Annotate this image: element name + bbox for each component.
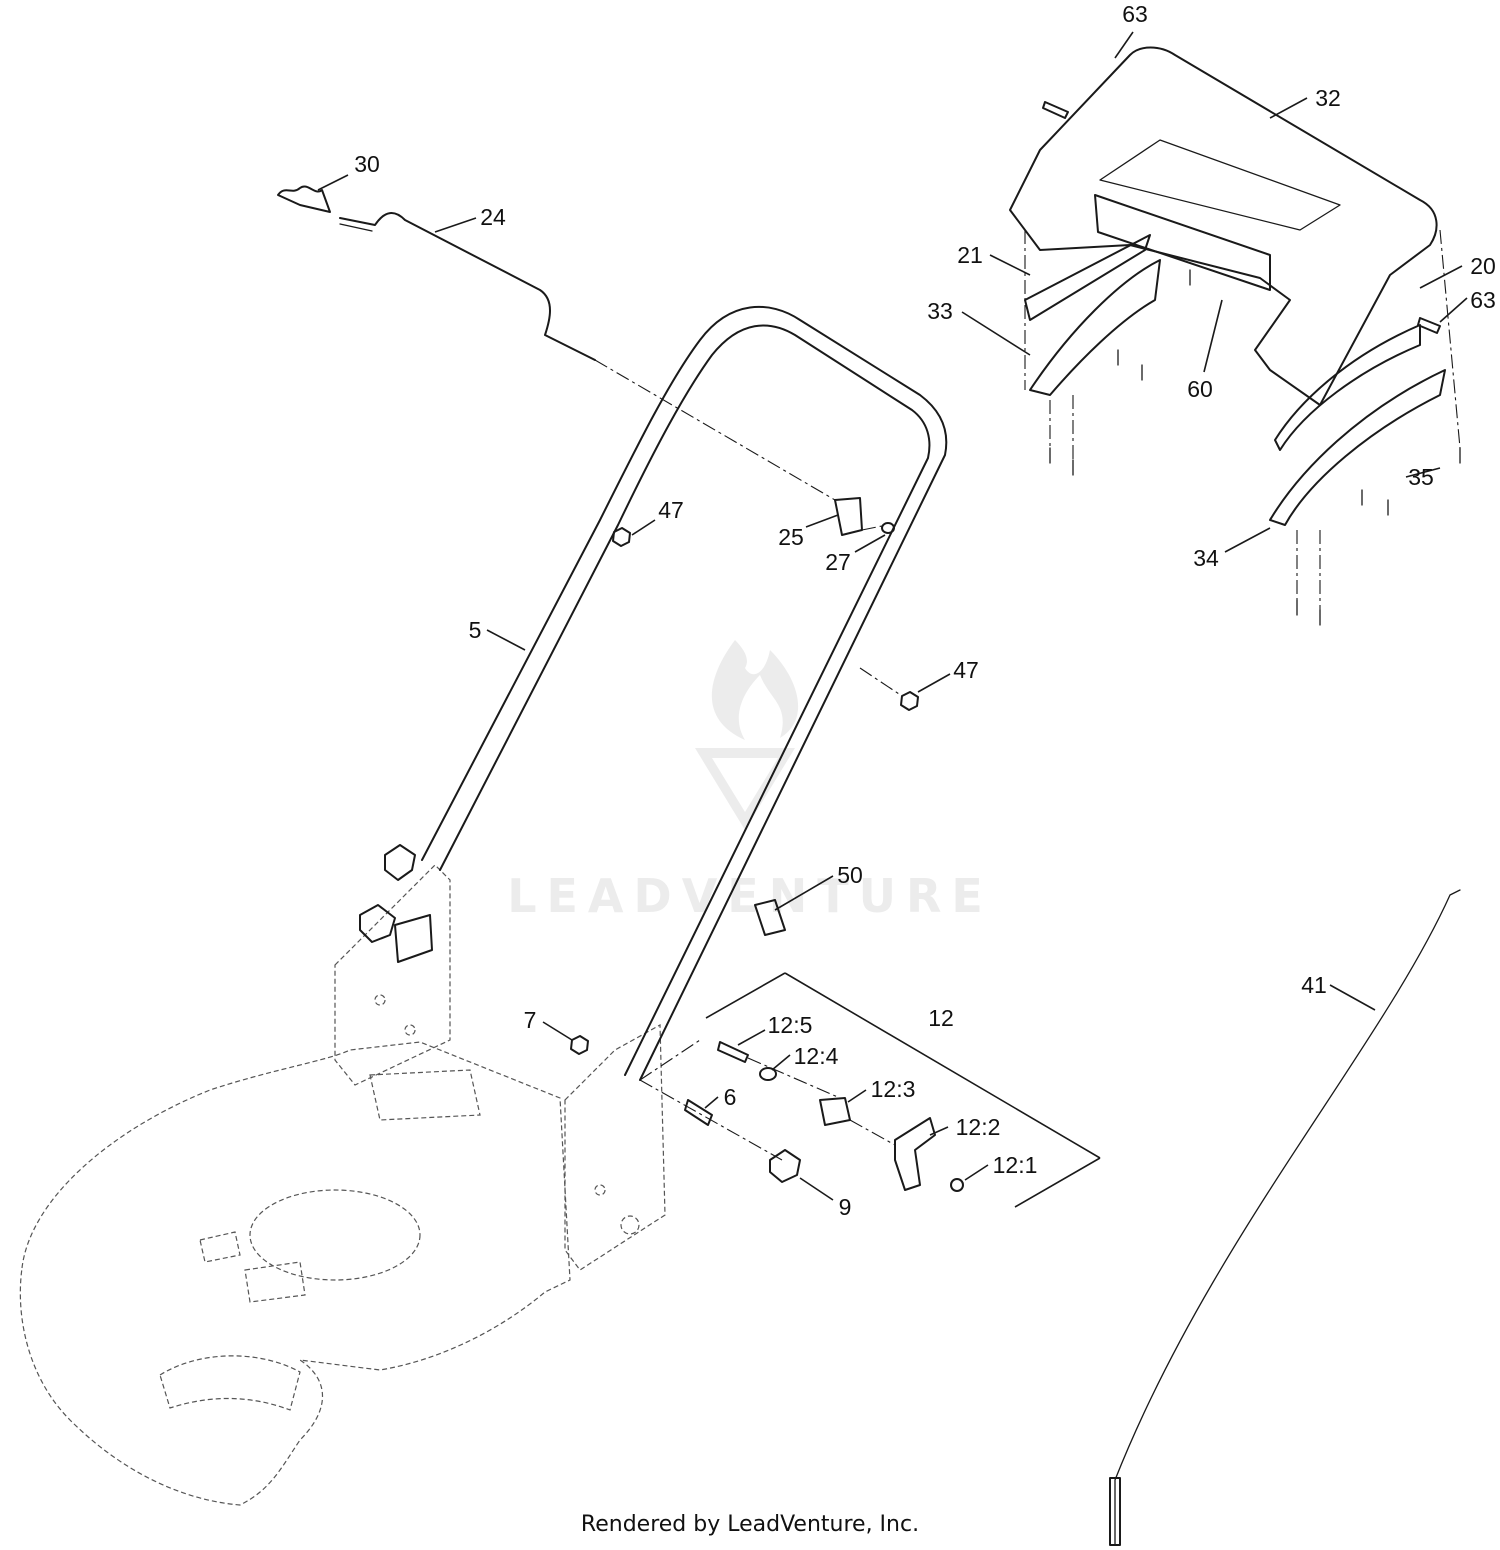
callout-25: 25 (778, 524, 804, 550)
bolt-6 (684, 1099, 713, 1126)
alignment-lines (594, 229, 1461, 1161)
bolt-7 (570, 1035, 589, 1055)
knob-9 (769, 1149, 801, 1183)
callout-9: 9 (839, 1194, 852, 1220)
callout-20: 20 (1470, 253, 1496, 279)
panel-screws (1049, 269, 1461, 626)
watermark: LEADVENTURE (507, 640, 993, 923)
callout-12-4: 12:4 (794, 1043, 839, 1069)
pin-right (1417, 317, 1441, 334)
callout-50: 50 (837, 862, 863, 888)
handle-grip-housing (1009, 46, 1438, 406)
callout-47-upper: 47 (658, 497, 684, 523)
latch-assembly (717, 1041, 964, 1192)
right-handle-bracket (564, 1023, 666, 1271)
callout-12-1: 12:1 (993, 1152, 1038, 1178)
callout-30: 30 (354, 151, 380, 177)
callout-41: 41 (1301, 972, 1327, 998)
watermark-text: LEADVENTURE (507, 869, 993, 923)
callout-12-3: 12:3 (871, 1076, 916, 1102)
flame-v-logo-icon (695, 640, 799, 830)
callout-12-5: 12:5 (768, 1012, 813, 1038)
callout-7: 7 (524, 1007, 537, 1033)
callout-34: 34 (1193, 545, 1219, 571)
leader-lines (317, 31, 1468, 1201)
render-credit: Rendered by LeadVenture, Inc. (580, 1512, 920, 1537)
left-panel (1024, 234, 1161, 396)
callout-12-2: 12:2 (956, 1114, 1001, 1140)
pin-top (1042, 101, 1069, 119)
nut-lower (900, 691, 919, 711)
callout-12: 12 (928, 1005, 954, 1031)
control-rod (339, 212, 596, 361)
latch-assembly-bracket (705, 972, 1101, 1208)
spring-clip (277, 185, 331, 213)
callout-47-lower: 47 (953, 657, 979, 683)
callout-33: 33 (927, 298, 953, 324)
callout-63: 63 (1122, 1, 1148, 27)
control-cable (1109, 889, 1461, 1546)
callout-35: 35 (1408, 464, 1434, 490)
callout-32: 32 (1315, 85, 1341, 111)
mower-deck (19, 1041, 571, 1506)
callout-24: 24 (480, 204, 506, 230)
callout-labels: 63 32 30 24 21 20 63 33 60 47 25 27 35 3… (354, 1, 1496, 1220)
left-handle-bracket (334, 864, 451, 1086)
handle-clip (754, 899, 786, 936)
callout-27: 27 (825, 549, 851, 575)
callout-63-right: 63 (1470, 287, 1496, 313)
right-panel (1269, 324, 1446, 526)
main-handle (421, 305, 948, 1081)
callout-5: 5 (469, 617, 482, 643)
callout-6: 6 (724, 1084, 737, 1110)
callout-21: 21 (957, 242, 983, 268)
nut-upper (612, 527, 631, 547)
callout-60: 60 (1187, 376, 1213, 402)
left-bracket-knobs (359, 844, 433, 963)
